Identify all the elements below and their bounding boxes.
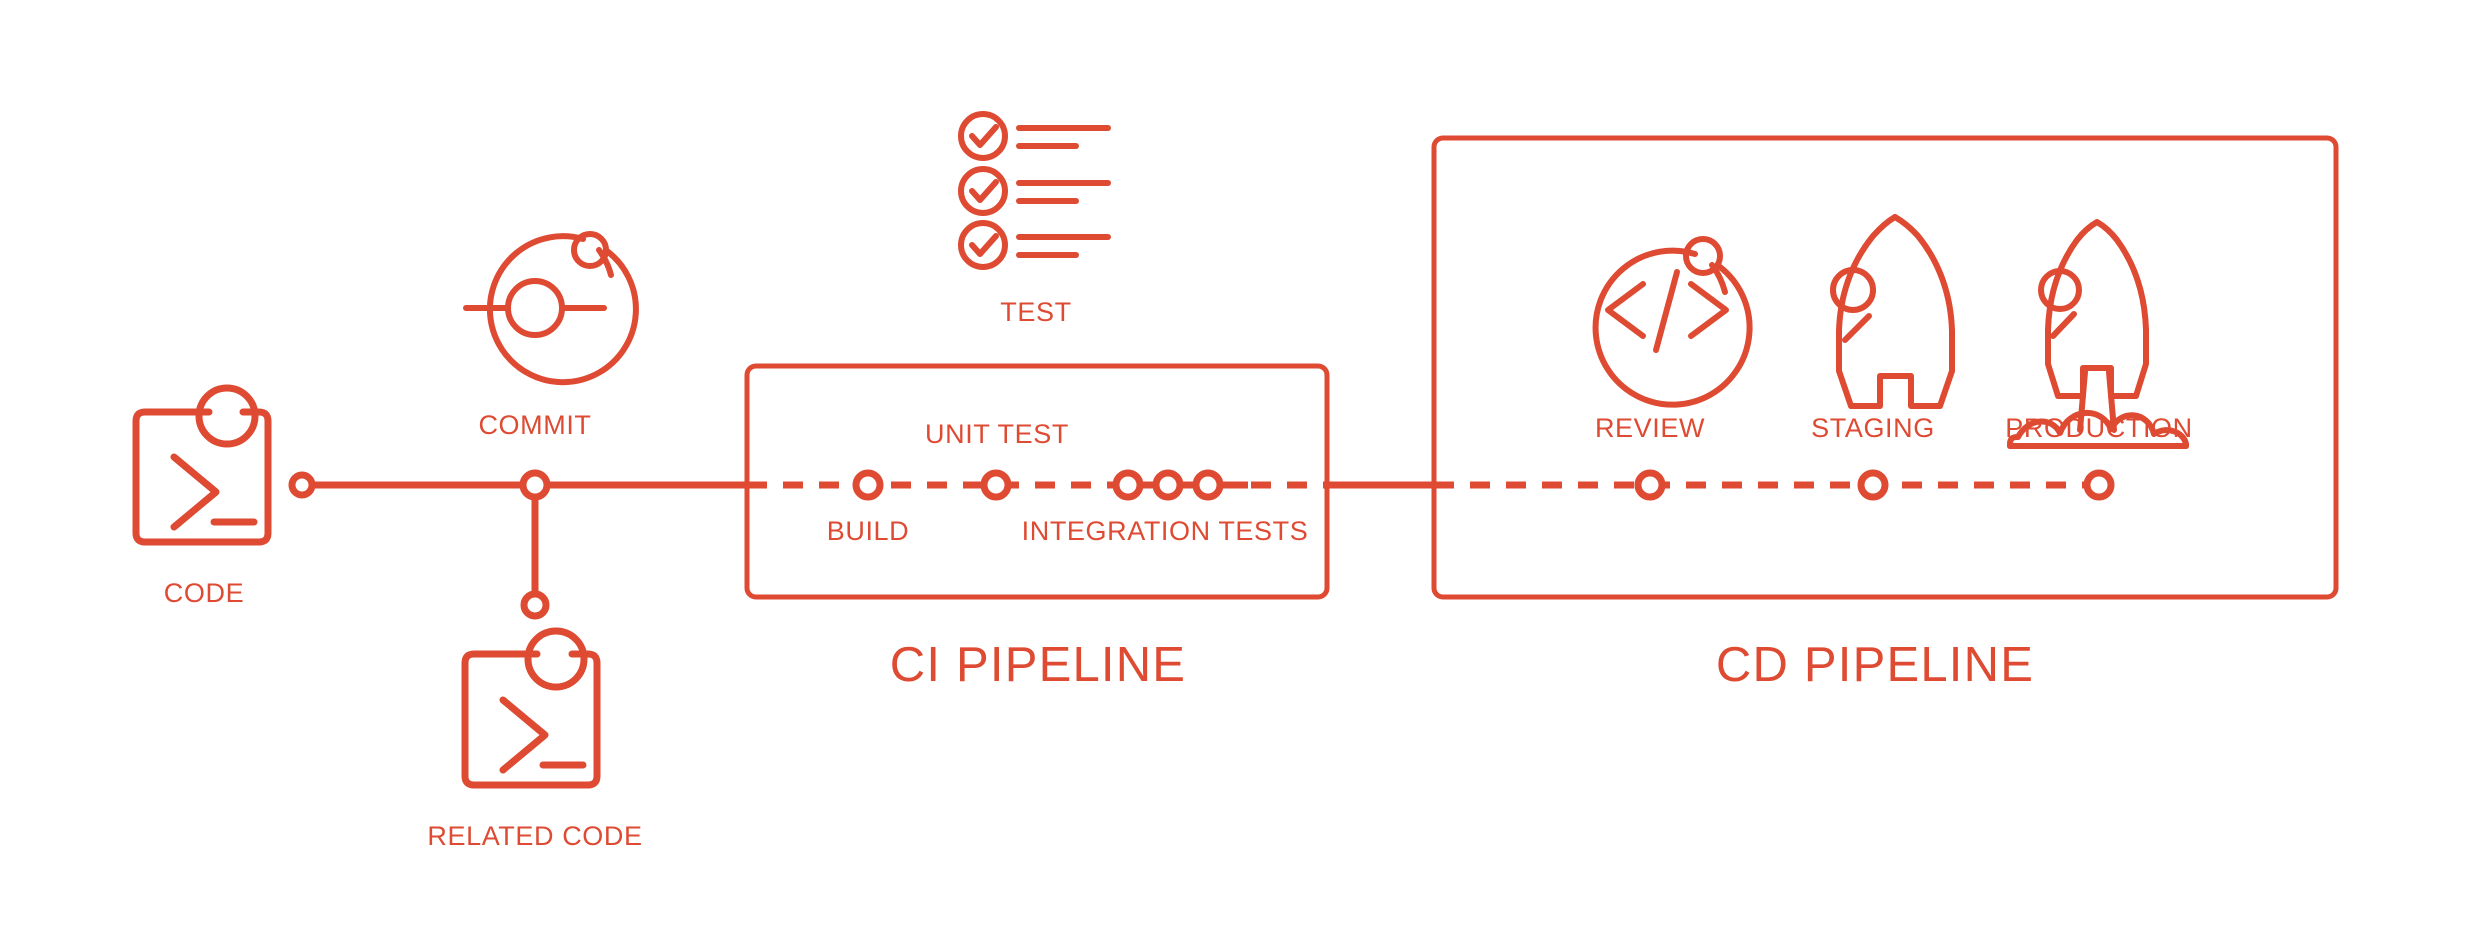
node-integration-test-3[interactable] — [1192, 469, 1224, 501]
node-commit[interactable] — [519, 469, 551, 501]
commit-node-icon — [463, 231, 639, 386]
node-staging[interactable] — [1857, 469, 1889, 501]
node-build[interactable] — [852, 469, 884, 501]
cd-pipeline-frame — [1431, 135, 2339, 600]
test-label: TEST — [1000, 297, 1071, 327]
node-integration-test-2[interactable] — [1152, 469, 1184, 501]
production-label: PRODUCTION — [2005, 413, 2193, 443]
node-integration-test-1[interactable] — [1112, 469, 1144, 501]
cd-pipeline-title: CD PIPELINE — [1716, 638, 2034, 692]
build-label: BUILD — [827, 516, 910, 546]
terminal-code-icon — [461, 627, 601, 789]
checklist-icon — [958, 111, 1111, 270]
related-code-label: RELATED CODE — [427, 821, 642, 851]
integration-tests-label: INTEGRATION TESTS — [1022, 516, 1309, 546]
node-production[interactable] — [2083, 469, 2115, 501]
commit-label: COMMIT — [478, 410, 591, 440]
node-unit-test[interactable] — [980, 469, 1012, 501]
rocket-launch-icon — [2007, 219, 2189, 449]
staging-label: STAGING — [1811, 413, 1935, 443]
code-label: CODE — [164, 578, 244, 608]
code-brackets-circle-icon — [1592, 236, 1753, 408]
node-related-code[interactable] — [520, 590, 550, 620]
terminal-code-icon — [132, 384, 272, 546]
node-start[interactable] — [288, 471, 316, 499]
unit-test-label: UNIT TEST — [925, 419, 1069, 449]
review-label: REVIEW — [1595, 413, 1705, 443]
node-review[interactable] — [1634, 469, 1666, 501]
ci-pipeline-title: CI PIPELINE — [890, 638, 1186, 692]
rocket-idle-icon — [1830, 214, 1955, 409]
